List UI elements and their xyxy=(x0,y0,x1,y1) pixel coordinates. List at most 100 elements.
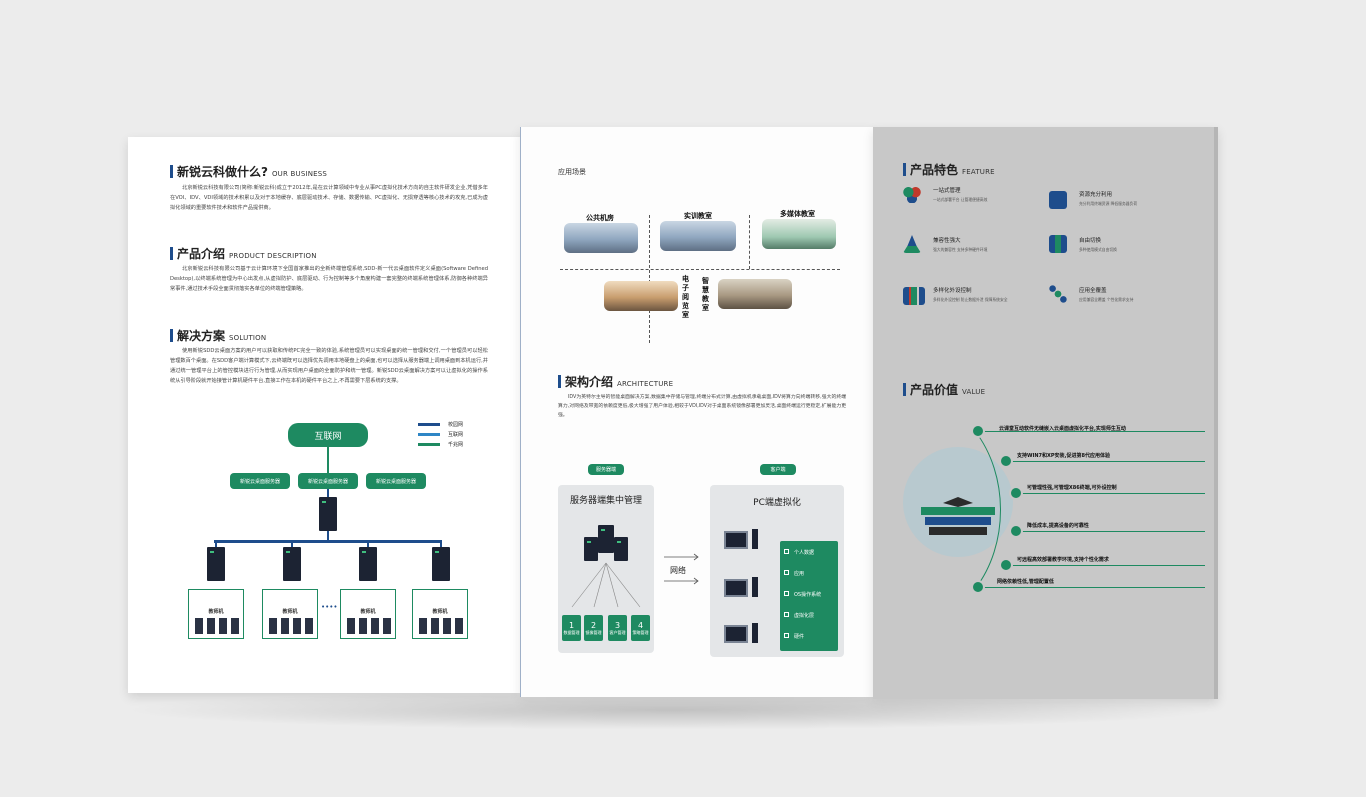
value-line-1 xyxy=(981,431,1205,432)
scene-image-training-room xyxy=(660,221,736,251)
title-bar xyxy=(903,163,906,176)
value-dot-4 xyxy=(1009,524,1023,538)
legend-line-internet xyxy=(418,433,440,436)
vertical-scene-label-1: 电子阅览室 xyxy=(682,275,689,319)
page-edge xyxy=(1214,127,1218,699)
feature-title-3: 兼容性强大 xyxy=(933,238,961,244)
connector xyxy=(367,540,369,548)
book-stack xyxy=(929,527,987,535)
client-block: PC端虚拟化 个人数据 应用 OS操作系统 虚拟化层 硬件 xyxy=(710,485,844,657)
value-text-4: 降低成本,提高设备的可靠性 xyxy=(1027,523,1089,529)
feature-desc-1: 一站式部署平台 让管理便捷高效 xyxy=(933,197,988,202)
app-icon xyxy=(784,570,789,575)
server-box-text: 镜像管理 xyxy=(585,629,602,635)
fold-line xyxy=(520,127,521,697)
scene-label-2: 实训教室 xyxy=(684,212,712,220)
tower-icon xyxy=(752,623,758,643)
feature-desc-5: 多样化外设控制 防止数据外泄 保障系统安全 xyxy=(933,297,1008,302)
chip-icon xyxy=(784,633,789,638)
left-page: 新锐云科做什么? OUR BUSINESS 北京新锐云科技有限公司(简称:新锐云… xyxy=(128,137,520,693)
business-heading: 新锐云科做什么? OUR BUSINESS xyxy=(170,163,327,180)
server-block: 服务器端集中管理 1 数据管理 2 镜像管理 3 客户管理 4 策略管理 xyxy=(558,485,654,653)
one-stop-icon xyxy=(903,185,921,203)
product-text: 北京新锐云科技有限公司基于云计算环境下全国首家推出的全新终端管理系统,SDD-新… xyxy=(170,266,488,292)
server-box-text: 策略管理 xyxy=(632,629,649,635)
arch-title-en: ARCHITECTURE xyxy=(617,380,674,388)
teacher-label: 教师机 xyxy=(282,609,298,615)
server-node-3: 新锐云桌面服务器 xyxy=(366,473,426,489)
stack-item-2: 应用 xyxy=(794,571,805,577)
scene-image-public-lab xyxy=(564,223,638,253)
legend-internet: 互联网 xyxy=(448,432,464,438)
feature-desc-3: 强大的兼容性 支持多种硬件环境 xyxy=(933,247,988,252)
server-icon xyxy=(598,525,614,553)
value-dot-3 xyxy=(1009,486,1023,500)
scene-image-e-reading-room xyxy=(604,281,678,311)
server-node-2: 新锐云桌面服务器 xyxy=(298,473,358,489)
business-title: 新锐云科做什么? xyxy=(177,165,268,179)
internet-node: 互联网 xyxy=(288,423,368,447)
scene-label-3: 多媒体教室 xyxy=(780,210,815,218)
value-text-6: 网络依赖性低,管理配置低 xyxy=(997,579,1054,585)
peripheral-icon xyxy=(903,287,925,305)
vertical-scene-label-2: 智慧教室 xyxy=(702,277,709,312)
feature-title-1: 一站式管理 xyxy=(933,188,961,194)
scene-label-1: 公共机房 xyxy=(586,214,614,222)
server-box-number: 4 xyxy=(637,620,644,630)
network-label: 网络 xyxy=(670,566,686,575)
scene-image-multimedia-room xyxy=(762,219,836,249)
feature-title-6: 应用全覆盖 xyxy=(1079,288,1107,294)
server-icon xyxy=(359,547,377,581)
ellipsis: •••• xyxy=(321,603,338,611)
core-switch-icon xyxy=(319,497,337,531)
stack-item-1: 个人数据 xyxy=(794,550,815,556)
server-tag: 服务器端 xyxy=(588,464,624,475)
client-block-title: PC端虚拟化 xyxy=(753,498,801,508)
pc-rows-icon xyxy=(347,618,391,634)
server-box-number: 1 xyxy=(568,620,575,630)
server-icon xyxy=(283,547,301,581)
value-line-4 xyxy=(1019,531,1205,532)
solution-title: 解决方案 xyxy=(177,329,226,343)
value-dot-1 xyxy=(971,424,985,438)
value-line-6 xyxy=(981,587,1205,588)
book-stack xyxy=(925,517,991,525)
server-box-number: 2 xyxy=(590,620,597,630)
solution-heading: 解决方案 SOLUTION xyxy=(170,327,266,344)
stack-item-5: 硬件 xyxy=(794,634,805,640)
server-box-4: 4 策略管理 xyxy=(631,615,650,641)
stack-item-3: OS操作系统 xyxy=(794,592,822,598)
server-icon xyxy=(432,547,450,581)
server-box-text: 客户管理 xyxy=(609,629,626,635)
connector xyxy=(291,540,293,548)
legend-gigabit: 千兆网 xyxy=(448,442,464,448)
value-illustration xyxy=(903,447,1013,557)
teacher-label: 教师机 xyxy=(360,609,376,615)
feature-title-2: 资源充分利用 xyxy=(1079,192,1113,198)
value-dot-2 xyxy=(999,454,1013,468)
server-box-2: 2 镜像管理 xyxy=(584,615,603,641)
rocket-icon xyxy=(903,235,921,253)
switch-icon xyxy=(1049,235,1067,253)
server-node-1: 新锐云桌面服务器 xyxy=(230,473,290,489)
classroom-group-3: 教师机 xyxy=(340,589,396,639)
solution-text: 使用新锐SDD云桌面方案的用户可以获取和传统PC完全一致的体验,系统管理员可以实… xyxy=(170,348,488,384)
client-tag: 客户端 xyxy=(760,464,796,475)
value-line-3 xyxy=(1019,493,1205,494)
connector xyxy=(440,540,442,548)
layers-icon xyxy=(784,612,789,617)
monitor-icon xyxy=(724,625,748,643)
server-box-number: 3 xyxy=(614,620,621,630)
arch-title: 架构介绍 xyxy=(565,375,614,389)
product-title-en: PRODUCT DESCRIPTION xyxy=(229,252,317,260)
business-title-en: OUR BUSINESS xyxy=(271,170,328,178)
business-text: 北京新锐云科技有限公司(简称:新锐云科)成立于2012年,是在云计算领域中专业从… xyxy=(170,185,488,211)
app-coverage-icon xyxy=(1049,285,1067,303)
product-heading: 产品介绍 PRODUCT DESCRIPTION xyxy=(170,245,317,262)
tower-icon xyxy=(752,577,758,597)
server-box-3: 3 客户管理 xyxy=(608,615,627,641)
scene-divider-vertical xyxy=(649,215,650,343)
title-bar xyxy=(558,375,561,388)
book-stack xyxy=(921,507,995,515)
scene-divider-vertical xyxy=(749,215,750,269)
